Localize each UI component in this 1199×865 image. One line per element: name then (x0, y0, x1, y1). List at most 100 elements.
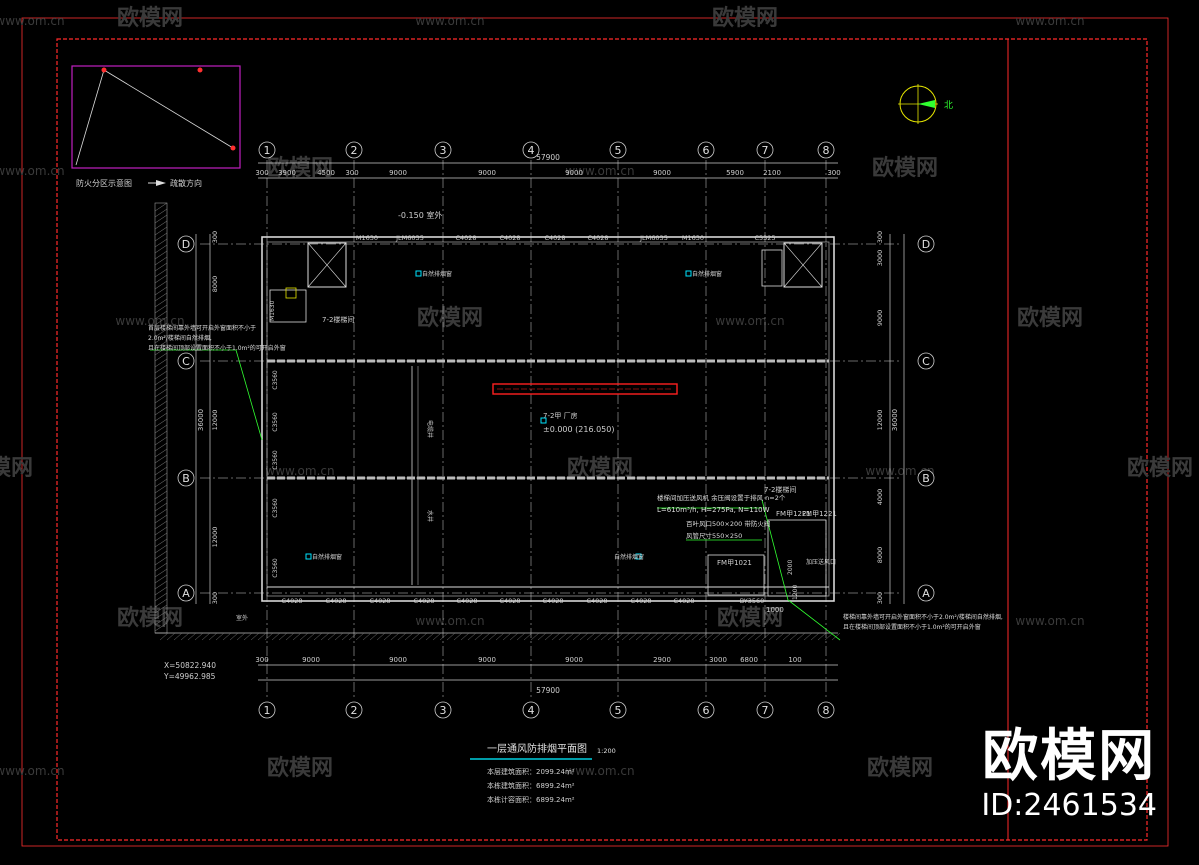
window-tag-left: C3560 (272, 558, 279, 578)
note-left-1: 首层楼梯间靠外墙可开启外窗面积不小于 (148, 324, 256, 332)
coord-y: Y=49962.985 (163, 672, 216, 681)
window-tag-bottom: C4028 (586, 597, 607, 605)
hatch-stroke (740, 632, 750, 641)
hatch-stroke (236, 632, 246, 641)
note-left-2: 2.0m²/楼梯间自然排烟, (148, 334, 212, 342)
hatch-stroke (154, 232, 168, 242)
window-tag-top: C5325 (754, 234, 775, 242)
hatch-stroke (194, 632, 204, 641)
fan-note-2: L=610m³/h, H=275Pa, N=110W (657, 506, 770, 514)
hatch-stroke (222, 632, 232, 641)
annotations: -0.150 室外 7-2甲 厂房 ±0.000 (216.050) 7-2楼梯… (148, 210, 1003, 681)
drawing-title: 一层通风防排烟平面图 (487, 742, 587, 755)
axis-bubble-top-7 (817, 141, 835, 159)
dim-top: 9000 (389, 169, 407, 177)
window-tag-left: C3560 (272, 370, 279, 390)
hatch-stroke (754, 632, 764, 641)
hatch-stroke (154, 286, 168, 296)
axis-label-top-0: 1 (264, 144, 271, 157)
hatch-stroke (586, 632, 596, 641)
hatch-stroke (768, 632, 778, 641)
hatch-stroke (306, 632, 316, 641)
axis-label-bottom-1: 2 (351, 704, 358, 717)
watermark-url: www.om.cn (0, 164, 65, 178)
stat-1: 本层建筑面积：2099.24m² (487, 767, 575, 776)
watermark-url: www.om.cn (1015, 14, 1084, 28)
axis-bubble-bottom-4 (609, 701, 627, 719)
dim-right: 3000 (876, 250, 884, 267)
window-tag-top: JLM6035 (639, 234, 668, 242)
dim-bottom: 2900 (653, 656, 671, 664)
hatch-stroke (154, 520, 168, 530)
room-label: 7-2甲 厂房 (543, 411, 578, 420)
dim-left-total: 36000 (197, 409, 205, 431)
hatch-stroke (154, 334, 168, 344)
window-tag-bottom: C4028 (456, 597, 477, 605)
hatch-stroke (154, 406, 168, 416)
hatch-stroke (243, 632, 253, 641)
dim-right: 8000 (876, 547, 884, 564)
hatch-stroke (593, 632, 603, 641)
hatch-stroke (537, 632, 547, 641)
hatch-stroke (600, 632, 610, 641)
window-tag-left: C3560 (272, 498, 279, 518)
hatch-stroke (154, 262, 168, 272)
axis-label-left-0: D (182, 238, 190, 251)
hatch-stroke (154, 280, 168, 290)
hatch-stroke (154, 544, 168, 554)
hatch-stroke (154, 238, 168, 248)
dim-bottom: 9000 (565, 656, 583, 664)
hatch-stroke (154, 592, 168, 602)
window-tag-top: C4028 (455, 234, 476, 242)
dim-right: 300 (876, 231, 884, 243)
hatch-stroke (154, 328, 168, 338)
brand-logo-text: 欧模网 (982, 724, 1157, 789)
hatch-stroke (796, 632, 806, 641)
hatch-stroke (432, 632, 442, 641)
window-tag-top: JLM6035 (395, 234, 424, 242)
dim-bottom: 300 (255, 656, 268, 664)
watermark-url: www.om.cn (1015, 614, 1084, 628)
hatch-stroke (313, 632, 323, 641)
hatch-stroke (154, 340, 168, 350)
dim-top: 9000 (653, 169, 671, 177)
north-arrow: 北 (898, 84, 953, 124)
drawing-scale: 1:200 (597, 747, 616, 755)
drawing-title-block: 一层通风防排烟平面图 1:200 本层建筑面积：2099.24m² 本栋建筑面积… (470, 742, 616, 804)
hatch-stroke (154, 448, 168, 458)
watermark-brand: 欧模网 (117, 5, 183, 31)
hatch-stroke (565, 632, 575, 641)
watermark-brand: 欧模网 (712, 5, 778, 31)
hatch-stroke (154, 394, 168, 404)
hatch-stroke (154, 256, 168, 266)
ground-hatch (154, 202, 168, 632)
watermark-brand: 欧模网 (267, 755, 333, 781)
hatch-stroke (404, 632, 414, 641)
hatch-stroke (579, 632, 589, 641)
hatch-stroke (154, 568, 168, 578)
hatch-stroke (425, 632, 435, 641)
hatch-stroke (154, 370, 168, 380)
hatch-stroke (154, 304, 168, 314)
watermark-brand: 欧模网 (417, 305, 483, 331)
watermark-url: www.om.cn (865, 464, 934, 478)
axis-label-top-2: 3 (440, 144, 447, 157)
axis-bubble-top-3 (522, 141, 540, 159)
drawing-frame (21, 17, 1169, 847)
hatch-stroke (264, 632, 274, 641)
hatch-stroke (698, 632, 708, 641)
fire-zone-legend: 防火分区示意图 疏散方向 (71, 65, 241, 188)
ground-hatch-bottom (159, 632, 841, 641)
hatch-stroke (154, 532, 168, 542)
hatch-stroke (154, 244, 168, 254)
door-tag-4: M1630 (269, 300, 276, 321)
label-7: 加压送风口 (806, 558, 836, 566)
hatch-stroke (677, 632, 687, 641)
window-tag-bottom: C4028 (325, 597, 346, 605)
hatch-stroke (154, 460, 168, 470)
hatch-stroke (362, 632, 372, 641)
axis-label-bottom-5: 6 (703, 704, 710, 717)
